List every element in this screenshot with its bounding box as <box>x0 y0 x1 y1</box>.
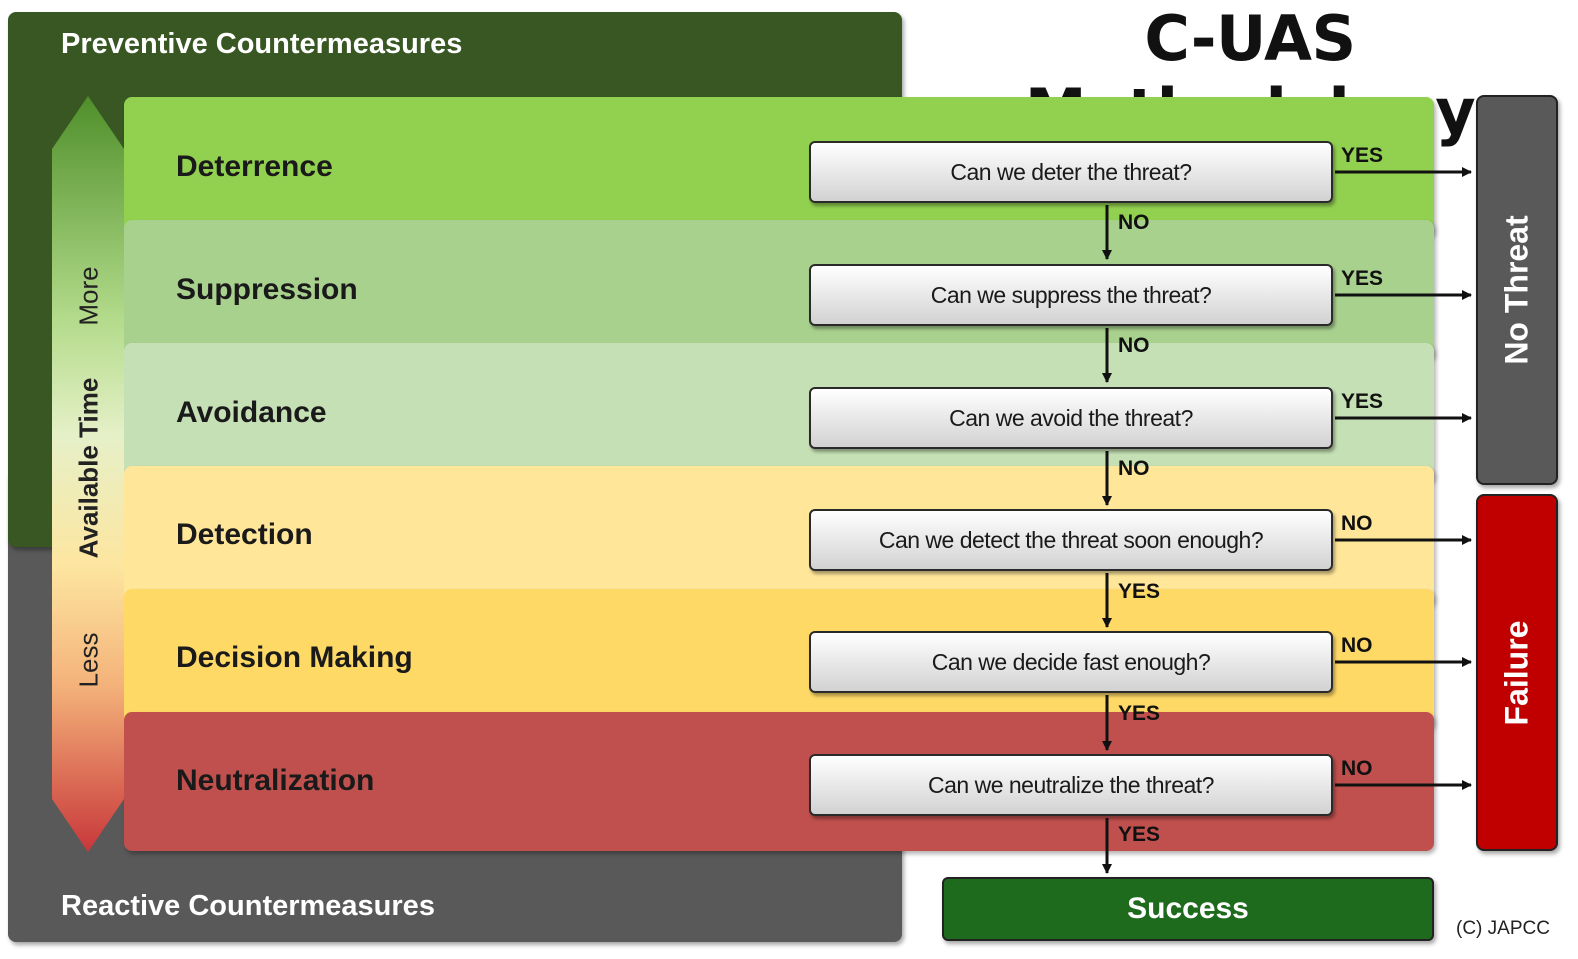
preventive-panel-title: Preventive Countermeasures <box>61 28 463 60</box>
down-label-1: NO <box>1118 211 1150 234</box>
right-label-3: YES <box>1341 390 1384 413</box>
right-label-6: NO <box>1341 757 1373 780</box>
down-label-6: YES <box>1118 823 1161 846</box>
copyright: (C) JAPCC <box>1456 918 1550 939</box>
failure-label: Failure <box>1498 620 1535 725</box>
reactive-panel-title: Reactive Countermeasures <box>61 890 435 922</box>
down-label-3: NO <box>1118 457 1150 480</box>
stage-label-detection: Detection <box>176 518 313 551</box>
no-threat-box: No Threat <box>1476 95 1558 485</box>
available-time-arrow <box>52 96 124 852</box>
question-box-decide: Can we decide fast enough? <box>809 631 1333 693</box>
question-box-deter: Can we deter the threat? <box>809 141 1333 203</box>
down-label-4: YES <box>1118 580 1161 603</box>
question-box-avoid: Can we avoid the threat? <box>809 387 1333 449</box>
right-label-1: YES <box>1341 144 1384 167</box>
stage-label-suppression: Suppression <box>176 273 358 306</box>
down-label-5: YES <box>1118 702 1161 725</box>
no-threat-label: No Threat <box>1498 215 1535 365</box>
stage-label-decision-making: Decision Making <box>176 641 413 674</box>
stage-label-deterrence: Deterrence <box>176 150 333 183</box>
question-box-neutralize: Can we neutralize the threat? <box>809 754 1333 816</box>
question-box-detect: Can we detect the threat soon enough? <box>809 509 1333 571</box>
right-label-2: YES <box>1341 267 1384 290</box>
success-box: Success <box>942 877 1434 941</box>
stage-label-avoidance: Avoidance <box>176 396 327 429</box>
right-label-5: NO <box>1341 634 1373 657</box>
down-label-2: NO <box>1118 334 1150 357</box>
right-label-4: NO <box>1341 512 1373 535</box>
stage-label-neutralization: Neutralization <box>176 764 375 797</box>
failure-box: Failure <box>1476 494 1558 851</box>
question-box-suppress: Can we suppress the threat? <box>809 264 1333 326</box>
